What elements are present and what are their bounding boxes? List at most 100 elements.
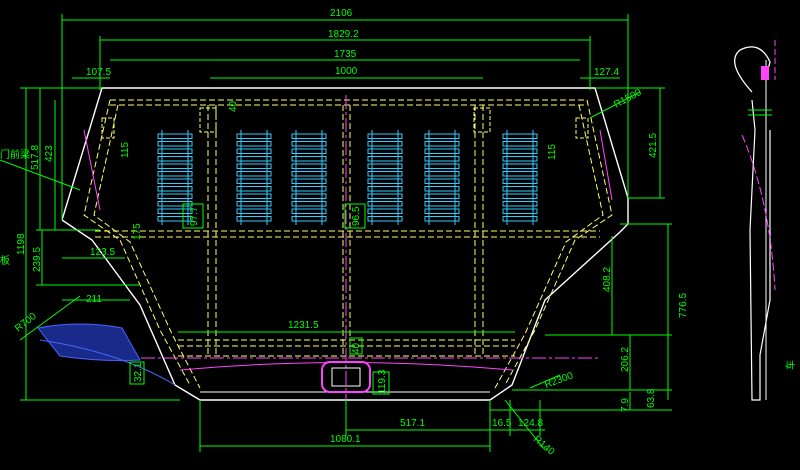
dim-115a: 115 — [120, 142, 131, 158]
fin-slat — [424, 186, 460, 192]
dim-12315: 1231.5 — [288, 320, 319, 331]
fin-slat — [424, 141, 460, 147]
fin-slat — [367, 141, 403, 147]
radiator-fins — [157, 130, 538, 225]
fin-slat — [157, 148, 193, 154]
dimension-lines — [0, 14, 672, 452]
fin-slat — [424, 216, 460, 222]
fin-slat — [424, 178, 460, 184]
fin-slat — [424, 148, 460, 154]
fin-slat — [236, 216, 272, 222]
fin-slat — [502, 171, 538, 177]
fin-slat — [502, 208, 538, 214]
dim-517: 517.8 — [30, 145, 41, 170]
fin-slat — [502, 178, 538, 184]
fin-slat — [291, 163, 327, 169]
hitch-box — [321, 361, 371, 393]
dim-115b: 115 — [547, 144, 558, 160]
fin-slat — [502, 141, 538, 147]
dim-2106: 2106 — [330, 8, 353, 19]
radius-2300: R2300 — [543, 370, 575, 391]
dim-211: 211 — [86, 294, 102, 305]
side-note: 车 — [784, 360, 797, 370]
fin-slat — [502, 156, 538, 162]
fin-slat — [367, 171, 403, 177]
fin-slat — [502, 133, 538, 139]
fin-slat — [236, 201, 272, 207]
fin-slat — [157, 171, 193, 177]
fin-slat — [236, 163, 272, 169]
fin-slat — [424, 193, 460, 199]
fin-slat — [157, 178, 193, 184]
dim-638: 63.8 — [646, 388, 657, 408]
radius-140: R140 — [531, 434, 557, 458]
fin-slat — [424, 133, 460, 139]
fin-slat — [157, 193, 193, 199]
dim-40a: 40 — [228, 100, 239, 112]
dim-165: 16.5 — [492, 418, 512, 429]
body-outline — [61, 87, 629, 401]
dim-977: 97.7 — [189, 206, 200, 226]
dim-2062: 206.2 — [620, 347, 631, 372]
dim-1248: 124.8 — [518, 418, 543, 429]
dim-175: 175 — [132, 223, 143, 240]
dim-965: 96.5 — [351, 206, 362, 226]
dim-79: 7.9 — [620, 398, 631, 412]
left-note-plate: 板 — [0, 254, 10, 267]
fin-slat — [157, 216, 193, 222]
dim-1193: 119.3 — [377, 369, 388, 394]
dim-1735: 1735 — [334, 49, 357, 60]
fin-slat — [367, 156, 403, 162]
dim-123: 123.5 — [90, 247, 115, 258]
dim-5171: 517.1 — [400, 418, 425, 429]
fin-slat — [291, 186, 327, 192]
fin-slat — [236, 148, 272, 154]
fin-slat — [157, 156, 193, 162]
fin-slat — [424, 163, 460, 169]
fin-slat — [367, 186, 403, 192]
fin-slat — [367, 163, 403, 169]
fin-slat — [424, 171, 460, 177]
dim-321: 32.1 — [133, 362, 144, 382]
fin-slat — [236, 178, 272, 184]
fin-slat — [236, 186, 272, 192]
fin-slat — [236, 208, 272, 214]
fin-slat — [291, 141, 327, 147]
fin-slat — [367, 193, 403, 199]
dim-239: 239.5 — [32, 247, 43, 272]
fin-slat — [502, 148, 538, 154]
fin-slat — [291, 156, 327, 162]
fin-slat — [502, 186, 538, 192]
fin-slat — [291, 171, 327, 177]
front-view — [37, 87, 629, 401]
fin-slat — [291, 133, 327, 139]
fin-slat — [236, 141, 272, 147]
fin-slat — [291, 178, 327, 184]
fin-slat — [502, 193, 538, 199]
dimension-texts: 2106 1829.2 1735 1000 107.5 127.4 517.8 … — [0, 8, 797, 458]
fin-slat — [157, 133, 193, 139]
fin-slat — [291, 193, 327, 199]
dim-423: 423 — [44, 145, 55, 162]
dim-1000: 1000 — [335, 66, 358, 77]
dim-107: 107.5 — [86, 67, 111, 78]
fin-slat — [291, 216, 327, 222]
fin-slat — [502, 163, 538, 169]
fin-slat — [236, 156, 272, 162]
fin-slat — [367, 148, 403, 154]
fin-slat — [157, 208, 193, 214]
fin-slat — [291, 201, 327, 207]
dim-10801: 1080.1 — [330, 434, 361, 445]
fin-slat — [424, 201, 460, 207]
fin-slat — [367, 133, 403, 139]
fin-slat — [157, 186, 193, 192]
fin-slat — [367, 216, 403, 222]
fin-slat — [236, 133, 272, 139]
side-view — [734, 40, 776, 401]
fin-slat — [424, 208, 460, 214]
blue-silhouette — [37, 323, 141, 361]
fin-slat — [157, 163, 193, 169]
fin-slat — [502, 201, 538, 207]
fin-slat — [367, 178, 403, 184]
